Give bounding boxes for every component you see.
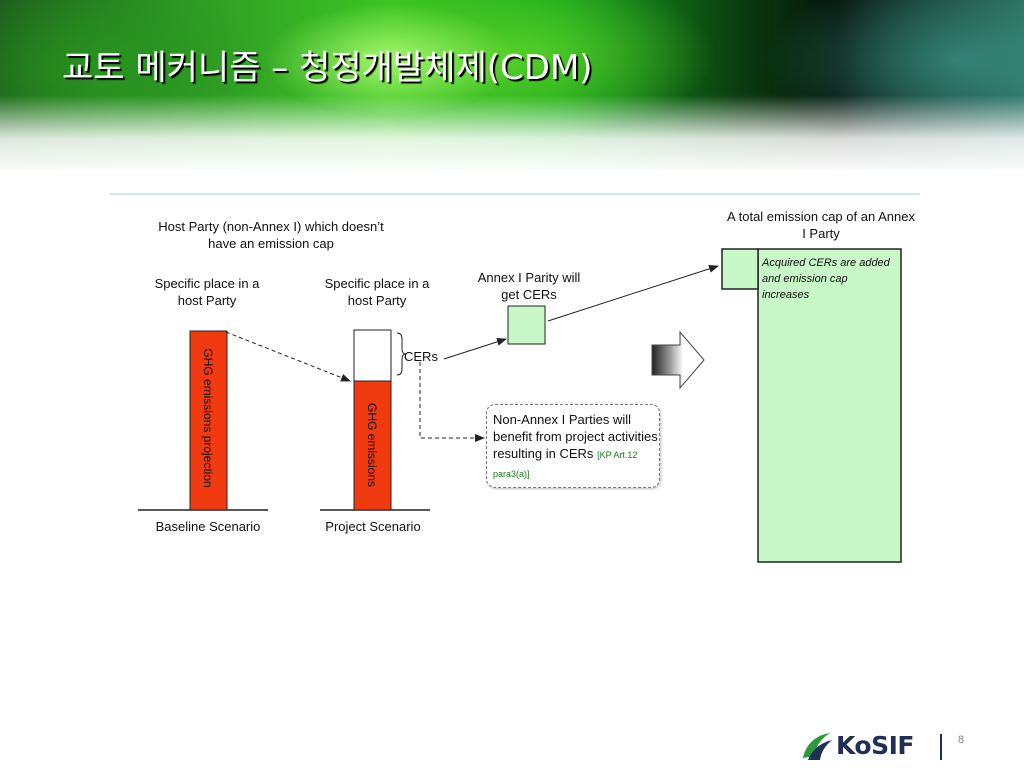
- project-bar-label: GHG emissions: [365, 402, 379, 488]
- project-emission-bar: [353, 380, 392, 511]
- annex-cers-box: [507, 305, 546, 345]
- header-banner-fade: [0, 95, 1024, 175]
- non-annex-note-box: Non-Annex I Parties will benefit from pr…: [486, 404, 660, 488]
- dashed-arrow-baseline-to-project: [225, 331, 351, 382]
- non-annex-note: Non-Annex I Parties will benefit from pr…: [493, 411, 659, 483]
- non-annex-note-text: Non-Annex I Parties will benefit from pr…: [493, 412, 658, 461]
- dashed-arrow-to-note: [419, 362, 485, 442]
- page-number: 8: [958, 734, 965, 746]
- cers-label: CERs: [404, 349, 438, 364]
- cers-brace: [396, 332, 407, 376]
- acquired-cers-segment: [721, 248, 759, 290]
- arrow-cers-to-annex-box: [443, 337, 507, 360]
- cdm-diagram: Host Party (non-Annex I) which doesn’t h…: [108, 192, 922, 592]
- baseline-emission-bar: [189, 330, 228, 511]
- non-annex-note-ref: [KP Art.12 para3(a)]: [493, 450, 638, 479]
- annex-emission-cap-bar: [757, 248, 902, 563]
- baseline-bar-label: GHG emissions projection: [201, 348, 215, 488]
- baseline-scenario-label: Baseline Scenario: [155, 519, 261, 534]
- cap-note: Acquired CERs are added and emission cap…: [762, 257, 890, 301]
- logo-text: KoSIF: [836, 731, 915, 760]
- kosif-logo: KoSIF: [800, 730, 945, 762]
- cap-title-label: A total emission cap of an Annex I Party: [727, 209, 915, 241]
- host-party-label: Host Party (non-Annex I) which doesn’t h…: [158, 219, 384, 251]
- project-scenario-label: Project Scenario: [325, 519, 421, 534]
- kosif-swoosh-icon: [803, 733, 832, 760]
- diagram-canvas: [110, 193, 920, 563]
- big-right-arrow-icon: [651, 330, 705, 390]
- logo-divider: [940, 734, 942, 760]
- slide-title: 교토 메커니즘 – 청정개발체제(CDM): [62, 48, 593, 88]
- project-place-label: Specific place in a host Party: [324, 276, 430, 308]
- arrow-annex-box-to-cap: [547, 264, 719, 322]
- project-cers-segment: [353, 329, 392, 382]
- annex-party-label: Annex I Parity will get CERs: [477, 270, 581, 302]
- baseline-place-label: Specific place in a host Party: [154, 276, 260, 308]
